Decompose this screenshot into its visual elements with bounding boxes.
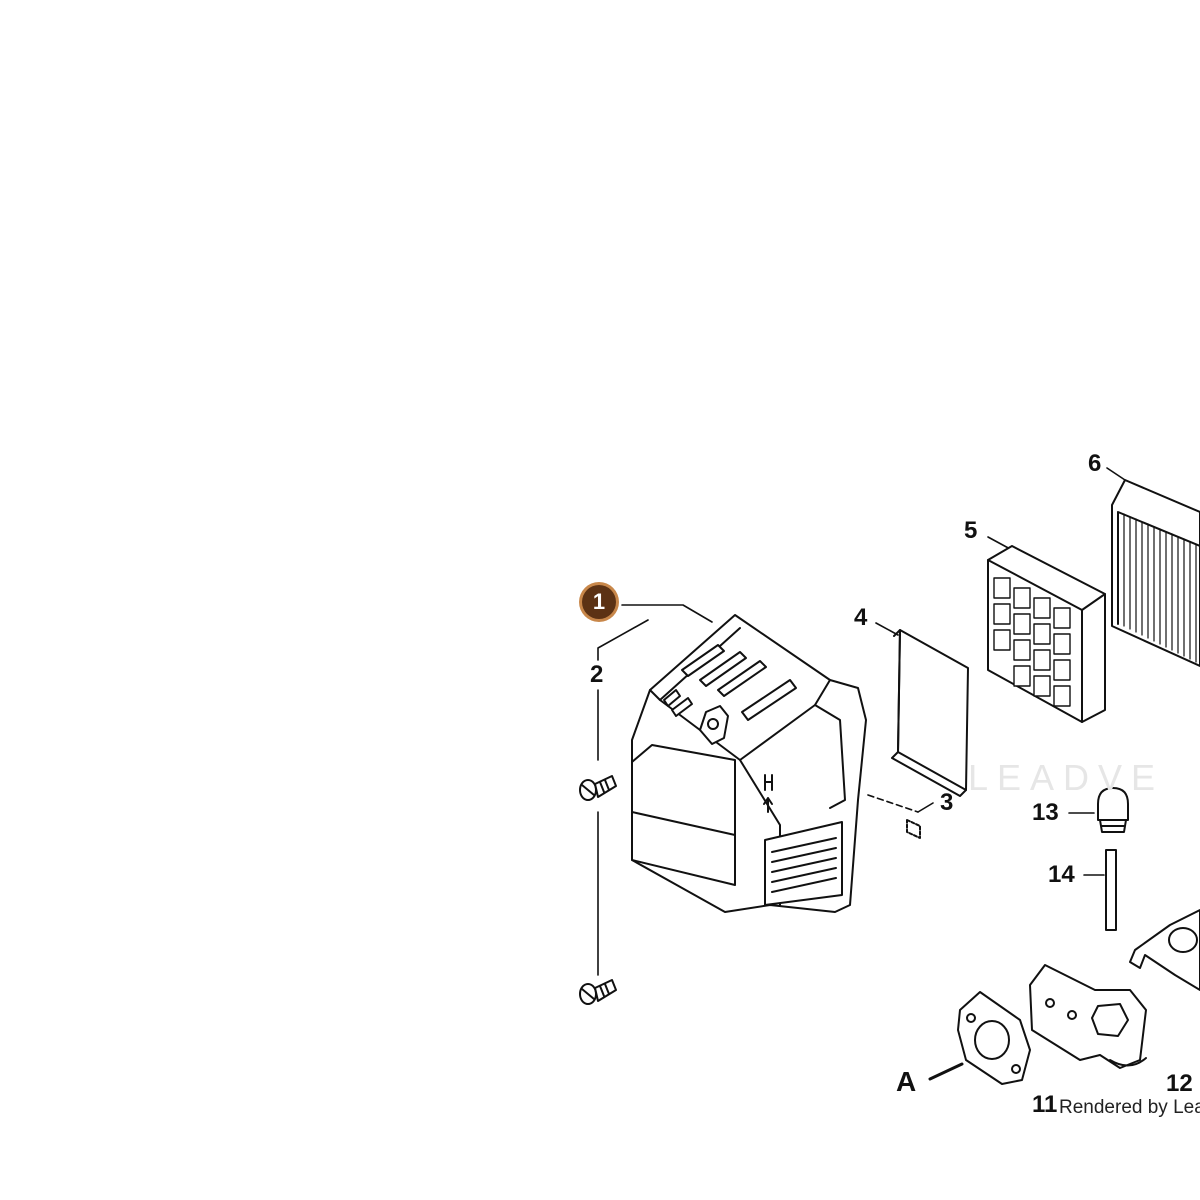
- callout-14[interactable]: 14: [1048, 861, 1075, 888]
- callout-4[interactable]: 4: [854, 604, 868, 631]
- callout-2[interactable]: 2: [590, 661, 604, 688]
- callout-13[interactable]: 13: [1032, 799, 1059, 826]
- filter-cover-drawing: [631, 614, 867, 913]
- gasket-drawing: [957, 991, 1031, 1085]
- arrow-a-line: [928, 1062, 964, 1081]
- selected-callout-number: 1: [582, 585, 616, 619]
- carburetor-drawing: [1029, 964, 1147, 1069]
- render-credit: Rendered by Leac: [1059, 1097, 1200, 1118]
- watermark-text: LEADVE: [968, 757, 1165, 798]
- screw-top: [579, 775, 617, 801]
- small-piece-drawing: [906, 819, 921, 839]
- callout-3[interactable]: 3: [940, 789, 954, 816]
- primer-bulb-drawing: [1097, 787, 1129, 833]
- pleated-filter-drawing: [1111, 479, 1200, 667]
- callout-12[interactable]: 12: [1166, 1070, 1193, 1097]
- callout-a[interactable]: A: [896, 1066, 917, 1097]
- tube-drawing: [1105, 849, 1117, 931]
- foam-filter-drawing: [891, 629, 969, 797]
- callout-11[interactable]: 11: [1032, 1091, 1058, 1118]
- leader-lines: [597, 467, 1126, 976]
- callout-6[interactable]: 6: [1088, 450, 1102, 477]
- screw-bottom: [579, 979, 617, 1005]
- bracket-drawing: [1129, 909, 1200, 991]
- selected-callout-badge[interactable]: 1: [579, 582, 619, 622]
- grid-filter-drawing: [987, 545, 1106, 723]
- callout-5[interactable]: 5: [964, 517, 978, 544]
